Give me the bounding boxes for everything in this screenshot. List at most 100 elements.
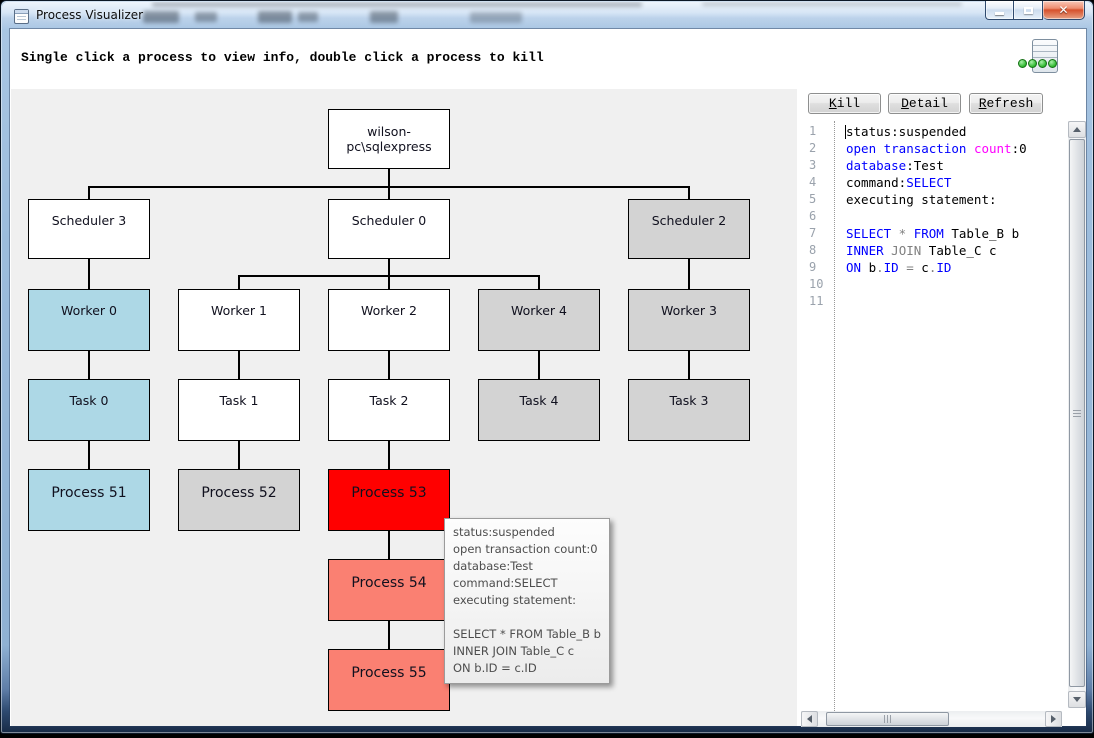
code-token: ON [846,260,862,275]
tree-node-scheduler-2[interactable]: Scheduler 2 [628,199,750,259]
tree-node-worker-0[interactable]: Worker 0 [28,289,150,351]
code-line: database:Test [846,157,1027,174]
gutter-separator [834,121,835,711]
tree-node-process-52[interactable]: Process 52 [178,469,300,531]
scroll-right-button[interactable] [1045,711,1062,727]
tree-node-worker-2[interactable]: Worker 2 [328,289,450,351]
connection-dots-icon [1018,59,1058,68]
maximize-button[interactable] [1014,1,1043,20]
titlebar-glass-artifact [370,11,398,23]
tree-connector [388,621,390,649]
thumb-grip [1073,412,1081,414]
tree-node-process-51[interactable]: Process 51 [28,469,150,531]
tooltip-line: ON b.ID = c.ID [453,661,537,675]
tree-node-worker-4[interactable]: Worker 4 [478,289,600,351]
tree-node-scheduler-3[interactable]: Scheduler 3 [28,199,150,259]
tree-node-task-3[interactable]: Task 3 [628,379,750,441]
editor-horizontal-scrollbar[interactable] [801,711,1062,727]
tree-node-process-53[interactable]: Process 53 [328,469,450,531]
tree-node-worker-3[interactable]: Worker 3 [628,289,750,351]
tree-connector [88,441,90,469]
tree-node-label: Process 54 [351,575,427,591]
detail-button[interactable]: Detail [888,93,961,114]
editor-vertical-scrollbar[interactable] [1068,121,1086,708]
line-number: 11 [809,294,824,308]
tree-node-task-0[interactable]: Task 0 [28,379,150,441]
arrow-right-icon [1051,715,1056,723]
titlebar[interactable]: Process Visualizer [2,2,1092,29]
tree-node-label: Scheduler 3 [51,213,127,228]
tree-node-label: Worker 1 [211,303,267,318]
tree-connector [538,351,540,379]
tree-node-worker-1[interactable]: Worker 1 [178,289,300,351]
server-slat [1033,40,1057,46]
tree-connector [688,351,690,379]
maximize-icon [1023,6,1033,14]
code-token: status:suspended [846,124,967,139]
minimize-icon [995,12,1004,15]
tree-node-scheduler-0[interactable]: Scheduler 0 [328,199,450,259]
tree-connector [688,259,690,289]
thumb-grip [887,715,888,723]
code-line: status:suspended [846,123,1027,140]
tree-node-process-55[interactable]: Process 55 [328,649,450,711]
titlebar-glass-artifact [195,12,217,22]
code-line: command:SELECT [846,174,1027,191]
tooltip-line: INNER JOIN Table_C c [453,644,575,658]
line-number: 8 [809,243,817,257]
tree-node-label: Worker 2 [361,303,417,318]
tree-node-process-54[interactable]: Process 54 [328,559,450,621]
close-icon: ✕ [1058,3,1069,17]
tree-node-label: Scheduler 2 [651,213,727,228]
code-line [846,276,1027,293]
window-controls: ✕ [985,1,1085,20]
tooltip-line [453,609,601,626]
vertical-scroll-thumb[interactable] [1069,139,1085,687]
kill-button[interactable]: Kill [808,93,881,114]
tree-node-task-1[interactable]: Task 1 [178,379,300,441]
code-line: ON b.ID = c.ID [846,259,1027,276]
client-area: Single click a process to view info, dou… [10,29,1086,727]
line-number: 3 [809,158,817,172]
line-number: 4 [809,175,817,189]
code-token: FROM [913,226,944,241]
tree-connector [388,169,390,199]
tree-node-label: Process 51 [51,485,127,501]
tree-node-root[interactable]: wilson-pc\sqlexpress [328,109,450,169]
tree-node-label: Task 2 [369,393,409,408]
code-token: INNER [846,243,884,258]
line-number: 10 [809,277,824,291]
code-token: * [891,226,914,241]
server-slat [1033,52,1057,58]
code-line: SELECT * FROM Table_B b [846,225,1027,242]
server-status-icon [1018,39,1058,73]
code-token: :Test [906,158,944,173]
scroll-down-button[interactable] [1068,691,1086,708]
close-button[interactable]: ✕ [1043,1,1085,20]
horizontal-scroll-thumb[interactable] [826,712,949,726]
window-title: Process Visualizer [36,8,144,22]
tree-node-label: Process 52 [201,485,277,501]
tree-connector [388,441,390,469]
tree-node-label: Process 55 [351,665,427,681]
scroll-up-button[interactable] [1068,121,1086,138]
app-icon[interactable] [14,9,29,24]
refresh-button-label: Refresh [978,96,1034,111]
tree-node-task-4[interactable]: Task 4 [478,379,600,441]
titlebar-glass-artifact [470,12,522,23]
code-token: SELECT [906,175,952,190]
tooltip-line: SELECT * FROM Table_B b [453,627,601,641]
tree-connector [88,186,690,188]
tree-node-task-2[interactable]: Task 2 [328,379,450,441]
code-line: INNER JOIN Table_C c [846,242,1027,259]
minimize-button[interactable] [985,1,1014,20]
refresh-button[interactable]: Refresh [969,93,1043,114]
arrow-up-icon [1073,127,1081,132]
code-token: command: [846,175,907,190]
arrow-down-icon [1073,697,1081,702]
scroll-left-button[interactable] [801,711,818,727]
tree-connector [238,275,540,277]
tree-node-label: Worker 4 [511,303,567,318]
